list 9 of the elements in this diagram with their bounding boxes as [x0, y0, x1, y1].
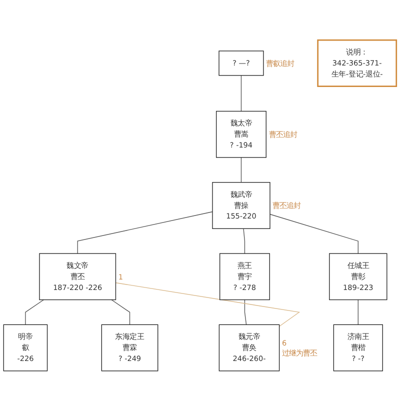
connector: [240, 75, 242, 112]
connector: [243, 228, 246, 254]
connector: [77, 211, 213, 254]
connector: [25, 299, 44, 326]
connector: [111, 299, 130, 326]
connector: [270, 214, 358, 254]
connector: [115, 282, 300, 327]
connector: [240, 157, 242, 183]
connector: [244, 299, 247, 326]
